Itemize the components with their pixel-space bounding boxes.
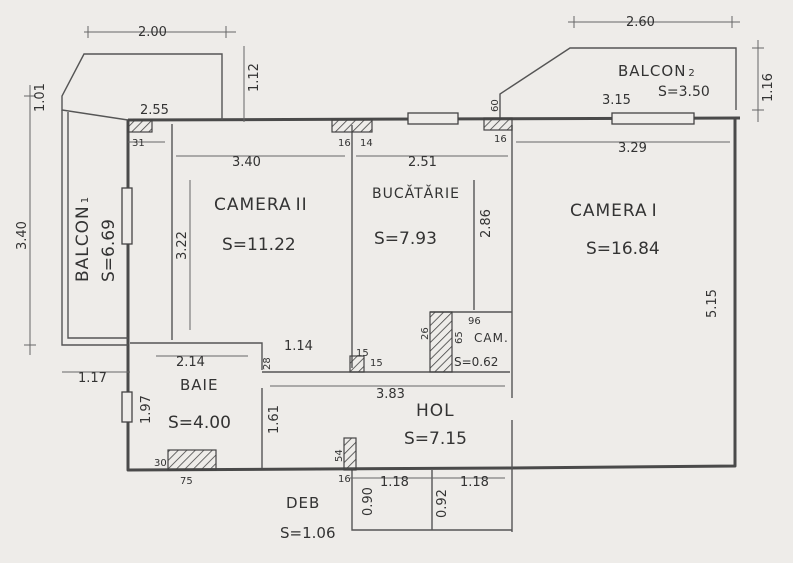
window-camera-1 [611,112,695,125]
area-camera-2: S=11.22 [222,235,296,255]
dimension-lines [24,16,764,479]
dimension-labels: 2.00 2.60 2.55 1.12 1.01 3.40 3.15 1.16 … [15,15,776,518]
area-baie: S=4.00 [168,413,231,433]
column-hol [343,437,357,471]
dim-090: 0.90 [361,487,376,516]
dim-14: 14 [360,138,373,149]
balcony-1-outline [61,53,223,346]
column-top-right [483,117,513,131]
dim-340-vertical: 3.40 [15,221,30,250]
dim-286: 2.86 [479,209,494,238]
dim-15-a: 15 [356,348,369,359]
dim-30: 30 [154,458,167,469]
dim-31: 31 [132,138,145,149]
label-hol: HOL [416,401,455,421]
area-cam: S=0.62 [454,355,498,369]
dim-251: 2.51 [408,155,437,170]
dim-118-b: 1.18 [460,475,489,490]
dim-329: 3.29 [618,141,647,156]
column-mid-small [349,355,365,373]
area-camera-1: S=16.84 [586,239,660,259]
dim-255: 2.55 [140,103,169,118]
dim-54: 54 [334,449,345,462]
windows [121,112,695,423]
dim-28: 28 [262,357,273,370]
dim-161: 1.61 [267,405,282,434]
column-top-left [127,119,153,133]
dim-101: 1.01 [33,83,48,112]
chimney-duct [429,311,453,373]
dim-200: 2.00 [138,25,167,40]
area-balcon-1: S=6.69 [99,219,119,282]
area-hol: S=7.15 [404,429,467,449]
dim-16-a: 16 [338,138,351,149]
label-balcon-1: BALCON1 [73,196,93,282]
bathtub-block [167,449,217,471]
dim-116: 1.16 [761,73,776,102]
dim-26: 26 [420,327,431,340]
area-deb: S=1.06 [280,524,336,542]
dim-16-c: 16 [338,474,351,485]
column-top-mid [331,119,373,133]
dim-60: 60 [490,99,501,112]
label-deb: DEB [286,494,320,512]
dim-65: 65 [454,331,465,344]
dim-15-b: 15 [370,358,383,369]
dim-340-horizontal: 3.40 [232,155,261,170]
window-baie [121,391,133,423]
dim-214: 2.14 [176,355,205,370]
balcony-2-outline [499,47,737,118]
dim-315: 3.15 [602,93,631,108]
dim-383: 3.83 [376,387,405,402]
window-bucatarie [407,112,459,125]
hatched-elements [127,117,513,471]
dim-75: 75 [180,476,193,487]
area-balcon-2: S=3.50 [658,84,710,100]
dim-16-b: 16 [494,134,507,145]
dim-112: 1.12 [247,63,262,92]
window-balcon-1 [121,187,133,245]
dim-092: 0.92 [435,489,450,518]
dim-114: 1.14 [284,339,313,354]
label-baie: BAIE [180,376,218,394]
dim-322: 3.22 [175,231,190,260]
dim-515: 5.15 [705,289,720,318]
label-cam: CAM. [474,331,509,345]
dim-117: 1.17 [78,371,107,386]
dim-96: 96 [468,316,481,327]
dim-118-a: 1.18 [380,475,409,490]
dim-260: 2.60 [626,15,655,30]
dim-197: 1.97 [139,395,154,424]
label-bucatarie: BUCĂTĂRIE [372,184,460,202]
area-bucatarie: S=7.93 [374,229,437,249]
